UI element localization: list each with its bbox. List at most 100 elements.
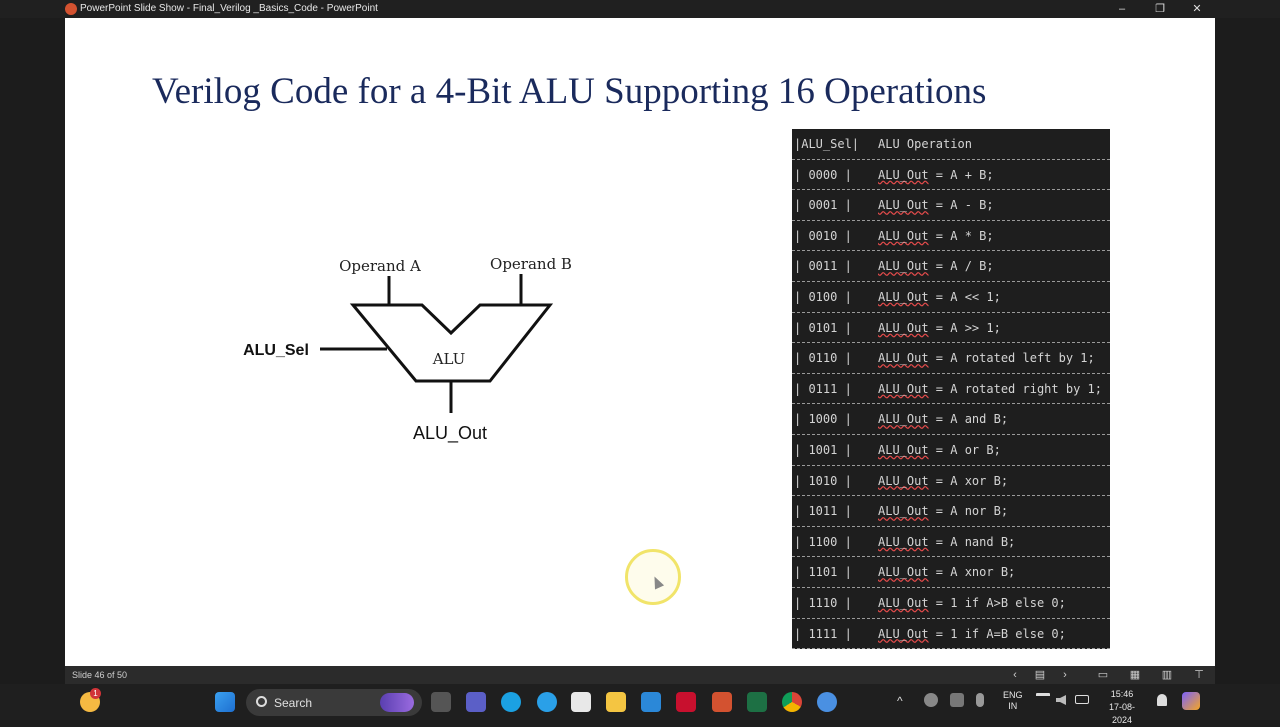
code-row-target: ALU_Out bbox=[878, 565, 929, 580]
microphone-icon[interactable] bbox=[976, 693, 984, 707]
notification-badge: 1 bbox=[90, 688, 101, 699]
code-row-op: ALU_Out = A rotated right by 1; bbox=[878, 378, 1102, 400]
alu-operation-table: |ALU_Sel| ALU Operation | 0000 |ALU_Out … bbox=[792, 129, 1110, 650]
code-row-sel: | 1001 | bbox=[794, 442, 852, 457]
search-highlight-icon bbox=[380, 693, 414, 712]
mcafee-icon[interactable] bbox=[676, 692, 696, 712]
tray-overflow-icon[interactable]: ^ bbox=[897, 694, 903, 708]
slide-title: Verilog Code for a 4-Bit ALU Supporting … bbox=[152, 71, 987, 112]
code-row-target: ALU_Out bbox=[878, 534, 929, 549]
reading-view-icon[interactable]: ▥ bbox=[1161, 669, 1173, 681]
help-icon[interactable] bbox=[537, 692, 557, 712]
powerpoint-taskbar-icon[interactable] bbox=[712, 692, 732, 712]
store-icon[interactable] bbox=[571, 692, 591, 712]
code-row: | 1001 |ALU_Out = A or B; bbox=[792, 435, 1110, 466]
normal-view-icon[interactable]: ▭ bbox=[1097, 669, 1109, 681]
battery-icon[interactable] bbox=[1075, 695, 1089, 704]
window-title: PowerPoint Slide Show - Final_Verilog _B… bbox=[80, 3, 378, 14]
code-row-expression: = A and B; bbox=[928, 412, 1009, 427]
clock-date: 17-08-2024 bbox=[1108, 702, 1135, 725]
code-row: | 0010 |ALU_Out = A * B; bbox=[792, 221, 1110, 252]
slide-canvas[interactable]: Verilog Code for a 4-Bit ALU Supporting … bbox=[65, 18, 1215, 666]
code-row-target: ALU_Out bbox=[878, 626, 929, 641]
previous-slide-button[interactable]: ‹ bbox=[1013, 669, 1017, 681]
grid-view-icon[interactable]: ▦ bbox=[1129, 669, 1141, 681]
code-row-sel: | 1011 | bbox=[794, 504, 852, 519]
code-row: | 0111 | ALU_Out = A rotated right by 1; bbox=[792, 374, 1110, 405]
code-row-op: ALU_Out = A and B; bbox=[878, 408, 1008, 430]
code-row-target: ALU_Out bbox=[878, 412, 929, 427]
code-row-op: ALU_Out = A * B; bbox=[878, 225, 994, 247]
code-row: | 0100 |ALU_Out = A << 1; bbox=[792, 282, 1110, 313]
code-row: | 1110 | ALU_Out = 1 if A>B else 0; bbox=[792, 588, 1110, 619]
language-top: ENG bbox=[1003, 690, 1023, 700]
search-icon bbox=[256, 696, 267, 707]
notification-bell-icon[interactable] bbox=[1157, 694, 1167, 706]
code-row-sel: | 0111 | bbox=[794, 381, 852, 396]
task-view-icon[interactable] bbox=[431, 692, 451, 712]
code-row-op: ALU_Out = A xor B; bbox=[878, 470, 1008, 492]
code-row-op: ALU_Out = A - B; bbox=[878, 194, 994, 216]
windows-start-icon[interactable] bbox=[215, 692, 235, 712]
code-row-op: ALU_Out = A / B; bbox=[878, 255, 994, 277]
code-row-expression: = A xnor B; bbox=[928, 565, 1016, 580]
window-title-bar: PowerPoint Slide Show - Final_Verilog _B… bbox=[0, 0, 1280, 18]
code-row-target: ALU_Out bbox=[878, 289, 929, 304]
code-row-expression: = 1 if A=B else 0; bbox=[928, 626, 1066, 641]
code-row-target: ALU_Out bbox=[878, 167, 929, 182]
alu-sel-label: ALU_Sel bbox=[243, 342, 309, 359]
code-row-target: ALU_Out bbox=[878, 259, 929, 274]
operand-a-label: Operand A bbox=[339, 257, 421, 275]
chrome-icon[interactable] bbox=[782, 692, 802, 712]
code-row: | 0001 |ALU_Out = A - B; bbox=[792, 190, 1110, 221]
app-icon[interactable] bbox=[641, 692, 661, 712]
teams-icon[interactable] bbox=[466, 692, 486, 712]
slide-number: Slide 46 of 50 bbox=[72, 670, 128, 680]
code-row-op: ALU_Out = A << 1; bbox=[878, 286, 1001, 308]
code-row: | 1100 |ALU_Out = A nand B; bbox=[792, 527, 1110, 558]
code-row-expression: = A << 1; bbox=[928, 289, 1001, 304]
excel-icon[interactable] bbox=[747, 692, 767, 712]
code-row-expression: = A or B; bbox=[928, 442, 1001, 457]
language-indicator[interactable]: ENG IN bbox=[1003, 690, 1023, 712]
code-row: | 0101 |ALU_Out = A >> 1; bbox=[792, 313, 1110, 344]
code-row-expression: = A * B; bbox=[928, 228, 994, 243]
copilot-icon[interactable] bbox=[1182, 692, 1200, 710]
code-row-op: ALU_Out = 1 if A>B else 0; bbox=[878, 592, 1066, 614]
sync-icon[interactable] bbox=[950, 693, 964, 707]
next-slide-button[interactable]: › bbox=[1063, 669, 1067, 681]
onedrive-icon[interactable] bbox=[924, 693, 938, 707]
file-explorer-icon[interactable] bbox=[606, 692, 626, 712]
code-row-expression: = A nand B; bbox=[928, 534, 1016, 549]
minimize-button[interactable]: – bbox=[1118, 3, 1126, 15]
restore-button[interactable]: ❐ bbox=[1155, 3, 1165, 15]
code-row: | 0110 |ALU_Out = A rotated left by 1; bbox=[792, 343, 1110, 374]
language-bottom: IN bbox=[1008, 701, 1018, 711]
taskbar-search[interactable]: Search bbox=[246, 689, 422, 716]
code-row-expression: = A / B; bbox=[928, 259, 994, 274]
clock[interactable]: 15:46 17-08-2024 bbox=[1100, 688, 1144, 727]
code-row-expression: = 1 if A>B else 0; bbox=[928, 595, 1066, 610]
wifi-icon[interactable] bbox=[1036, 693, 1050, 707]
code-header-op: ALU Operation bbox=[878, 137, 972, 151]
alu-label: ALU bbox=[432, 350, 466, 368]
code-row-sel: | 1101 | bbox=[794, 565, 852, 580]
alu-symbol bbox=[349, 303, 554, 383]
letterbox-right bbox=[1215, 18, 1280, 666]
volume-icon[interactable] bbox=[1056, 695, 1066, 705]
code-row-expression: = A + B; bbox=[928, 167, 994, 182]
code-row: | 1010 |ALU_Out = A xor B; bbox=[792, 466, 1110, 497]
slide-sorter-icon[interactable]: ▤ bbox=[1034, 669, 1046, 681]
code-row-sel: | 1110 | bbox=[794, 595, 852, 610]
edge-icon[interactable] bbox=[501, 692, 521, 712]
slideshow-icon[interactable]: ⊤ bbox=[1194, 669, 1204, 681]
code-row-expression: = A - B; bbox=[928, 198, 994, 213]
code-row-target: ALU_Out bbox=[878, 504, 929, 519]
code-row-expression: = A >> 1; bbox=[928, 320, 1001, 335]
code-row: | 1011 | ALU_Out = A nor B; bbox=[792, 496, 1110, 527]
close-button[interactable]: ✕ bbox=[1192, 3, 1202, 15]
code-row-expression: = A nor B; bbox=[928, 504, 1009, 519]
alu-out-label: ALU_Out bbox=[413, 423, 487, 444]
app-icon-2[interactable] bbox=[817, 692, 837, 712]
code-row: | 1111 |ALU_Out = 1 if A=B else 0; bbox=[792, 619, 1110, 650]
